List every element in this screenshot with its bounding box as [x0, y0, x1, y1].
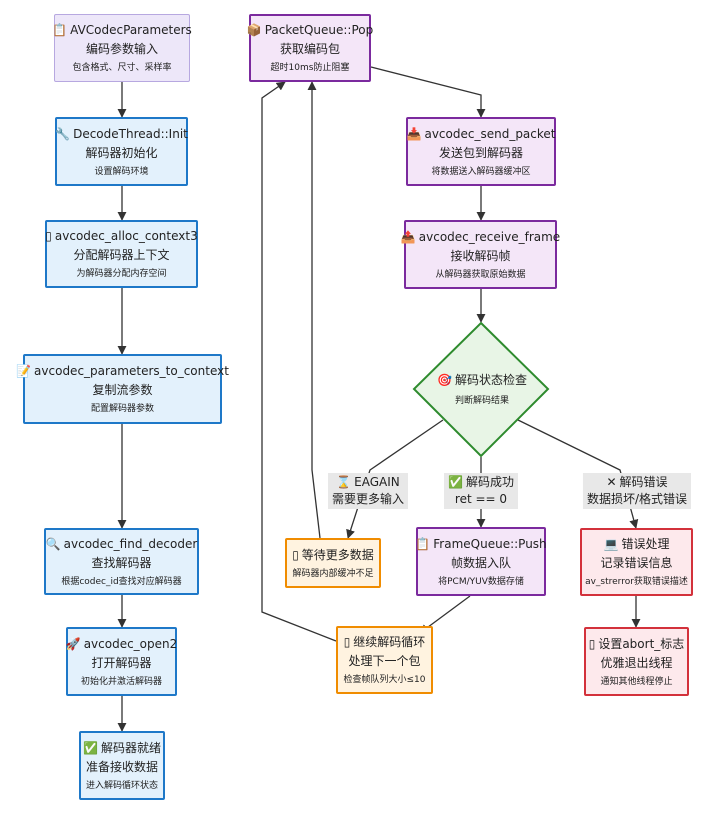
node-receive-frame: 📤avcodec_receive_frame 接收解码帧 从解码器获取原始数据: [400, 220, 561, 289]
edge-label-line: 需要更多输入: [331, 492, 405, 506]
node-subtitle: 打开解码器: [91, 655, 152, 670]
clipboard-icon: 📋: [415, 536, 431, 551]
node-set-abort: ▯设置abort_标志 优雅退出线程 通知其他线程停止: [584, 627, 689, 696]
rocket-icon: 🚀: [65, 636, 81, 651]
node-detail: 判断解码结果: [454, 396, 509, 406]
node-continue-loop: ▯继续解码循环 处理下一个包 检查帧队列大小≤10: [336, 626, 433, 694]
node-title: 解码状态检查: [454, 373, 527, 387]
node-find-decoder: 🔍avcodec_find_decoder 查找解码器 根据codec_id查找…: [44, 528, 199, 595]
box-icon: ▯: [45, 229, 52, 243]
node-subtitle: 复制流参数: [92, 383, 153, 397]
node-detail: 为解码器分配内存空间: [76, 269, 167, 279]
cross-icon: ✕: [606, 475, 617, 489]
node-subtitle: 帧数据入队: [450, 555, 511, 570]
node-subtitle: 查找解码器: [91, 555, 152, 570]
node-detail: 包含格式、尺寸、采样率: [72, 63, 172, 73]
node-error-handle: 💻错误处理 记录错误信息 av_strerror获取错误描述: [580, 528, 693, 596]
node-detail: 根据codec_id查找对应解码器: [61, 576, 182, 587]
box-icon: ▯: [343, 635, 351, 649]
edge-label-line: 数据损坏/格式错误: [586, 492, 688, 506]
memo-icon: 📝: [16, 364, 32, 378]
node-frame-queue-push: 📋FrameQueue::Push 帧数据入队 将PCM/YUV数据存储: [415, 527, 547, 596]
node-status-check: 🎯解码状态检查 判断解码结果: [420, 372, 544, 407]
node-send-packet: 📥avcodec_send_packet 发送包到解码器 将数据送入解码器缓冲区: [406, 117, 556, 186]
package-icon: 📦: [246, 23, 262, 37]
edge-label-line: EAGAIN: [354, 475, 400, 489]
node-subtitle: 优雅退出线程: [600, 655, 673, 670]
node-title: 解码器就绪: [100, 740, 161, 755]
node-title: DecodeThread::Init: [73, 126, 188, 141]
hourglass-icon: ⌛: [336, 475, 352, 489]
edge-label-line: 解码错误: [619, 475, 668, 489]
node-subtitle: 处理下一个包: [348, 654, 421, 668]
node-title: avcodec_alloc_context3: [54, 229, 198, 243]
node-wait-more-data: ▯等待更多数据 解码器内部缓冲不足: [285, 538, 381, 588]
node-title: AVCodecParameters: [70, 23, 192, 37]
node-subtitle: 接收解码帧: [450, 248, 511, 263]
node-subtitle: 分配解码器上下文: [73, 248, 170, 262]
edge-label-success: ✅解码成功 ret == 0: [444, 473, 518, 509]
target-icon: 🎯: [437, 373, 452, 387]
edge-label-line: ret == 0: [454, 492, 508, 506]
node-subtitle: 发送包到解码器: [438, 145, 523, 160]
node-parameters-to-context: 📝avcodec_parameters_to_context 复制流参数 配置解…: [16, 354, 229, 424]
node-detail: 超时10ms防止阻塞: [270, 63, 350, 73]
status-check-diamond: [412, 321, 550, 458]
inbox-icon: 📥: [406, 126, 422, 141]
node-decode-thread-init: 🔧DecodeThread::Init 解码器初始化 设置解码环境: [55, 117, 188, 186]
node-title: 设置abort_标志: [598, 636, 685, 651]
edge-check-to-wait: [346, 419, 444, 539]
node-title: avcodec_find_decoder: [63, 536, 198, 551]
node-detail: 将数据送入解码器缓冲区: [431, 166, 531, 177]
node-avcodec-parameters: 📋AVCodecParameters 编码参数输入 包含格式、尺寸、采样率: [52, 14, 192, 82]
node-title: avcodec_send_packet: [424, 126, 556, 141]
node-detail: 解码器内部缓冲不足: [292, 568, 374, 579]
node-detail: 设置解码环境: [94, 166, 149, 177]
wrench-icon: 🔧: [55, 126, 71, 141]
node-detail: 检查帧队列大小≤10: [343, 675, 426, 685]
box-icon: ▯: [588, 636, 596, 651]
node-detail: 将PCM/YUV数据存储: [438, 576, 524, 587]
magnifier-icon: 🔍: [45, 536, 61, 551]
node-open2: 🚀avcodec_open2 打开解码器 初始化并激活解码器: [66, 627, 177, 696]
node-title: avcodec_receive_frame: [418, 229, 561, 244]
clipboard-icon: 📋: [52, 23, 68, 37]
node-packet-queue-pop: 📦PacketQueue::Pop 获取编码包 超时10ms防止阻塞: [246, 14, 374, 82]
node-detail: 配置解码器参数: [90, 404, 154, 414]
node-title: PacketQueue::Pop: [264, 23, 374, 37]
check-icon: ✅: [83, 740, 98, 755]
node-detail: av_strerror获取错误描述: [585, 577, 688, 587]
edge-wait-to-pop: [307, 81, 321, 539]
node-detail: 从解码器获取原始数据: [435, 269, 526, 280]
edge-label-line: 解码成功: [465, 475, 514, 489]
edge-label-eagain: ⌛EAGAIN 需要更多输入: [327, 473, 409, 509]
node-subtitle: 准备接收数据: [85, 759, 158, 774]
node-title: avcodec_parameters_to_context: [34, 364, 229, 378]
node-title: avcodec_open2: [83, 636, 178, 651]
node-title: 等待更多数据: [301, 547, 374, 562]
node-detail: 进入解码循环状态: [85, 780, 158, 791]
check-icon: ✅: [448, 475, 463, 489]
node-subtitle: 编码参数输入: [85, 42, 158, 56]
computer-icon: 💻: [603, 537, 619, 551]
node-title: 错误处理: [621, 537, 670, 551]
node-decoder-ready: ✅解码器就绪 准备接收数据 进入解码循环状态: [79, 731, 165, 800]
edge-pop-to-send: [370, 66, 486, 118]
box-icon: ▯: [292, 547, 299, 562]
node-detail: 初始化并激活解码器: [80, 676, 162, 687]
node-subtitle: 记录错误信息: [600, 556, 673, 570]
outbox-icon: 📤: [400, 229, 416, 244]
node-subtitle: 获取编码包: [279, 42, 340, 56]
edge-continue-to-pop: [261, 81, 337, 642]
node-title: 继续解码循环: [353, 635, 426, 649]
edge-label-error: ✕解码错误 数据损坏/格式错误: [582, 473, 692, 509]
node-detail: 通知其他线程停止: [600, 676, 673, 687]
node-subtitle: 解码器初始化: [85, 145, 158, 160]
node-title: FrameQueue::Push: [433, 536, 547, 551]
node-alloc-context3: ▯avcodec_alloc_context3 分配解码器上下文 为解码器分配内…: [45, 220, 198, 288]
